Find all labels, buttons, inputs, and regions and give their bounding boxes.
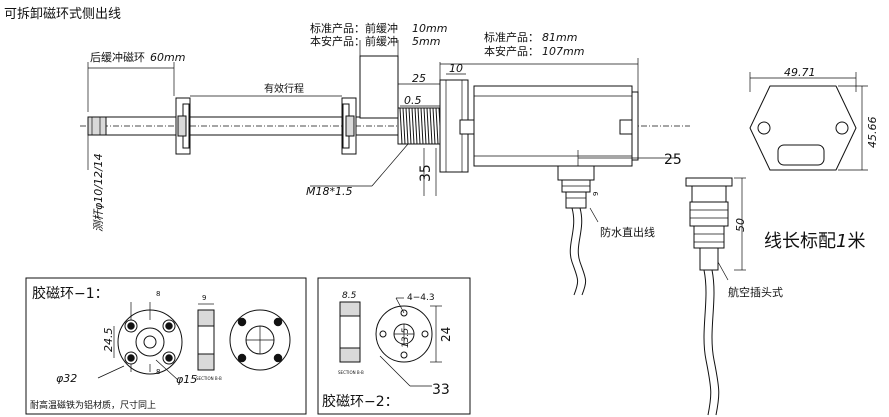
ring2-dim-24: 24	[439, 327, 453, 342]
thread-line	[408, 107, 412, 145]
waterproof-label: 防水直出线	[600, 225, 655, 239]
ring1-dim-9: 9	[202, 294, 206, 302]
dim-25-top: 25	[412, 72, 426, 85]
rear-buffer-label: 后缓冲磁环	[90, 50, 145, 64]
ring1-note: 耐高温磁铁为铝材质，尺寸同上	[30, 399, 156, 411]
thread-line	[411, 107, 415, 145]
electronics-housing	[473, 85, 633, 167]
dim-50: 50	[734, 218, 747, 232]
rear-magnet-ring	[175, 97, 191, 155]
ring1-title: 胶磁环−1：	[32, 285, 109, 302]
safe-product-value: 5mm	[412, 35, 440, 48]
ring2-panel	[317, 277, 471, 415]
front-magnet-ring	[341, 97, 357, 155]
std-product-label-2: 标准产品：	[484, 30, 539, 44]
thread-line	[402, 107, 406, 145]
thread-line	[432, 107, 436, 145]
aviation-label: 航空插头式	[728, 285, 783, 299]
thread-line	[435, 107, 439, 145]
dim-35: 35	[418, 164, 434, 182]
dim-25-side: 25	[664, 152, 682, 168]
dim-9: 9	[592, 192, 600, 196]
height-dim: 45.66	[866, 117, 879, 149]
safe-product-label-2: 本安产品：	[484, 44, 539, 58]
ring1-dim-8-top: 8	[156, 290, 160, 298]
ring1-panel	[25, 277, 307, 415]
ring1-dim-15: φ15	[176, 373, 197, 386]
rod-diameter-label: 测杆φ10/12/14	[92, 153, 105, 232]
end-view-plate: 49.71 45.66	[749, 66, 879, 171]
thread-line	[426, 107, 430, 145]
drawing-title: 可拆卸磁环式侧出线	[4, 6, 121, 22]
width-dim: 49.71	[784, 66, 816, 79]
ring2-title: 胶磁环−2：	[322, 393, 399, 410]
safe-product-label: 本安产品：前缓冲	[310, 34, 398, 48]
dim-10: 10	[449, 62, 463, 75]
ring2-dim-33: 33	[432, 382, 450, 398]
thread-line	[399, 107, 403, 145]
aviation-connector: 50 航空插头式	[685, 177, 783, 416]
side-cable-gland	[557, 165, 595, 296]
rear-buffer-value: 60mm	[150, 51, 185, 64]
ring1-dim-32: φ32	[56, 372, 77, 385]
ring2-dim-8-5: 8.5	[342, 291, 357, 301]
thread-line	[420, 107, 424, 145]
ring1-dim-8-bottom: 8	[156, 368, 160, 376]
ring2-section-label: SECTION B-B	[338, 370, 364, 375]
dim-0-5: 0.5	[404, 94, 422, 107]
magnet-ring-1: 胶磁环−1： 24.5 8 8 φ32 φ15 9 SECTION B-B	[30, 285, 291, 411]
thread-section	[397, 107, 443, 145]
std-product-value-2: 81mm	[542, 31, 577, 44]
ring2-dim-13-5: 13.5	[401, 328, 411, 348]
ring1-section-label: SECTION B-B	[196, 376, 222, 381]
safe-product-value-2: 107mm	[542, 45, 584, 58]
thread-line	[414, 107, 418, 145]
effective-stroke-label: 有效行程	[264, 82, 304, 95]
thread-label: M18*1.5	[306, 185, 352, 198]
cable-length-note: 线长标配1米	[764, 231, 865, 252]
thread-line	[417, 107, 421, 145]
magnet-ring-2: 8.5 SECTION B-B 13.5 4−4.3 24 33 胶磁环−2：	[322, 291, 453, 410]
std-product-value: 10mm	[412, 22, 447, 35]
ring1-dim-24-5: 24.5	[102, 328, 115, 353]
std-product-label: 标准产品：前缓冲	[310, 21, 398, 35]
thread-line	[405, 107, 409, 145]
thread-line	[423, 107, 427, 145]
thread-line	[429, 107, 433, 145]
ring2-holes: 4−4.3	[407, 293, 435, 303]
sensor-assembly: 后缓冲磁环 60mm 有效行程 标准产品：前缓冲 10mm 本安产品：前缓冲 5…	[80, 21, 690, 296]
